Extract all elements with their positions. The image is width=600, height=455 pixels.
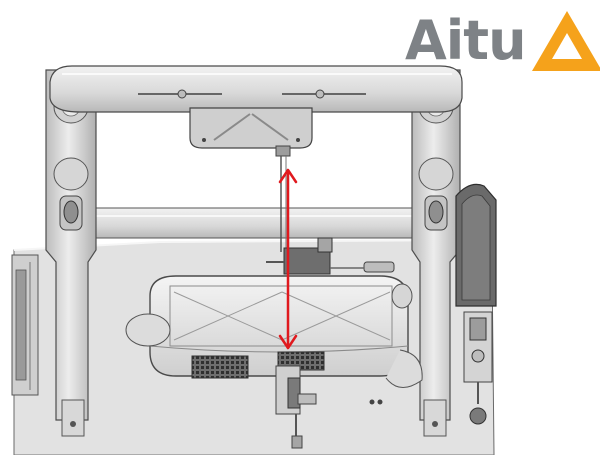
tray-clip-right: [385, 283, 423, 388]
valve-assembly: [463, 311, 493, 425]
middle-crossbar: [87, 207, 415, 239]
brand-name: Aitu: [405, 9, 527, 72]
right-side-panel: [455, 183, 497, 307]
brand-logo: Aitu: [405, 6, 600, 76]
bottom-bracket: [275, 365, 383, 449]
top-crossbar: [49, 65, 463, 113]
tray-clip-left: [125, 313, 171, 347]
brand-mark-icon: [531, 11, 600, 71]
center-hanging-box: [189, 107, 313, 157]
left-side-bracket: [11, 254, 39, 396]
sensor-module: [266, 237, 395, 275]
vent-grille-left: [191, 355, 249, 379]
double-headed-arrow: [278, 168, 298, 350]
